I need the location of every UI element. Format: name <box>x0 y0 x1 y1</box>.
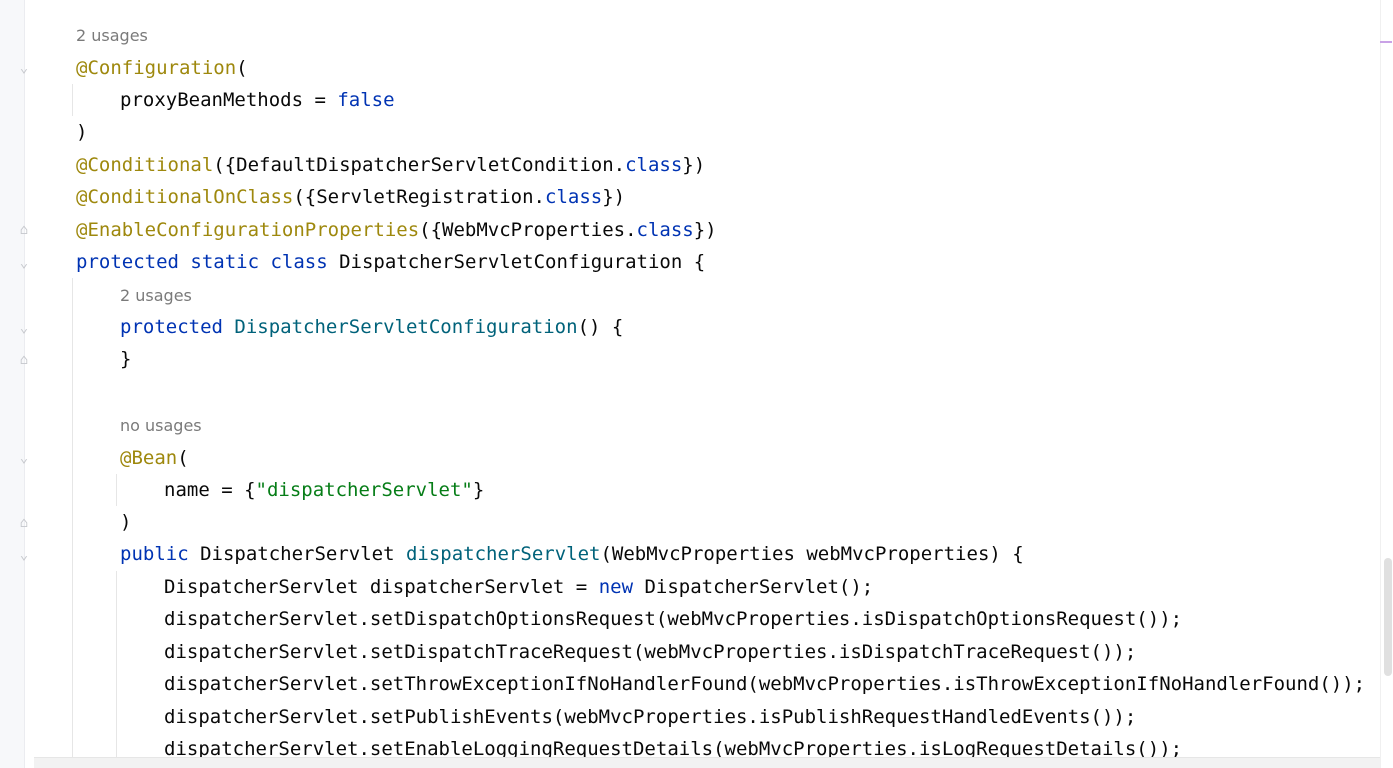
code-token: ({WebMvcProperties. <box>419 219 637 241</box>
code-token: DispatcherServlet(); <box>633 576 874 598</box>
change-marker[interactable] <box>1380 41 1392 43</box>
code-token: DispatcherServlet <box>188 543 406 565</box>
code-token: dispatcherServlet.setDispatchTraceReques… <box>164 641 1137 663</box>
code-line[interactable]: @ConditionalOnClass({ServletRegistration… <box>76 181 625 213</box>
code-line[interactable]: DispatcherServlet dispatcherServlet = ne… <box>164 571 873 603</box>
code-token: dispatcherServlet.setDispatchOptionsRequ… <box>164 608 1183 630</box>
code-line[interactable]: dispatcherServlet.setEnableLoggingReques… <box>164 733 1182 765</box>
code-line[interactable]: dispatcherServlet.setDispatchTraceReques… <box>164 636 1136 668</box>
fold-open-icon[interactable]: ⌄ <box>19 60 29 76</box>
scrollbar-thumb[interactable] <box>1384 558 1392 676</box>
usages-hint[interactable]: 2 usages <box>120 286 192 305</box>
code-token: }) <box>693 219 717 241</box>
annotation-token: @Configuration <box>76 57 237 79</box>
horizontal-scrollbar[interactable] <box>34 757 1393 768</box>
code-token: ( <box>177 447 189 469</box>
code-token: () { <box>577 316 624 338</box>
code-token: dispatcherServlet.setPublishEvents(webMv… <box>164 706 1137 728</box>
keyword-token: class <box>636 219 694 241</box>
keyword-token: class <box>545 186 603 208</box>
indent-guide <box>116 571 117 768</box>
code-line[interactable]: name = {"dispatcherServlet"} <box>164 474 484 506</box>
code-token: DispatcherServlet dispatcherServlet = <box>164 576 599 598</box>
code-token: ({DefaultDispatcherServletCondition. <box>213 154 626 176</box>
code-line[interactable]: @EnableConfigurationProperties({WebMvcPr… <box>76 214 717 246</box>
usages-hint[interactable]: 2 usages <box>76 26 148 45</box>
keyword-token: protected static class <box>76 251 328 273</box>
code-line[interactable]: @Conditional({DefaultDispatcherServletCo… <box>76 149 705 181</box>
code-token: ( <box>236 57 248 79</box>
indent-guide <box>72 84 73 116</box>
code-token: proxyBeanMethods = <box>120 89 338 111</box>
keyword-token: protected <box>120 316 235 338</box>
code-token: name = { <box>164 479 256 501</box>
keyword-token: public <box>120 543 189 565</box>
code-token: dispatcherServlet.setThrowExceptionIfNoH… <box>164 673 1366 695</box>
code-token: ({ServletRegistration. <box>293 186 546 208</box>
fold-open-icon[interactable]: ⌄ <box>19 320 29 336</box>
method-token: DispatcherServletConfiguration <box>234 316 578 338</box>
code-token: }) <box>602 186 626 208</box>
code-line[interactable]: dispatcherServlet.setThrowExceptionIfNoH… <box>164 668 1365 700</box>
code-line[interactable]: public DispatcherServlet dispatcherServl… <box>120 538 1024 570</box>
annotation-token: @EnableConfigurationProperties <box>76 219 420 241</box>
code-token: ) <box>76 121 88 143</box>
fold-open-icon[interactable]: ⌄ <box>19 450 29 466</box>
fold-open-icon[interactable]: ⌄ <box>19 255 29 271</box>
method-token: dispatcherServlet <box>405 543 601 565</box>
code-token: } <box>120 348 132 370</box>
keyword-token: new <box>598 576 634 598</box>
fold-close-icon[interactable]: ⌂ <box>19 352 29 368</box>
code-line[interactable]: @Configuration( <box>76 52 248 84</box>
code-line[interactable]: @Bean( <box>120 442 189 474</box>
indent-guide <box>116 474 117 506</box>
annotation-token: @ConditionalOnClass <box>76 186 294 208</box>
annotation-token: @Bean <box>120 447 178 469</box>
editor-gutter <box>0 0 25 768</box>
code-token: ) <box>120 511 132 533</box>
code-line[interactable]: dispatcherServlet.setPublishEvents(webMv… <box>164 701 1136 733</box>
annotation-token: @Conditional <box>76 154 214 176</box>
fold-close-icon[interactable]: ⌂ <box>19 515 29 531</box>
code-line[interactable]: ) <box>76 116 87 148</box>
code-token: (WebMvcProperties webMvcProperties) { <box>600 543 1024 565</box>
indent-guide <box>72 278 73 768</box>
code-line[interactable]: ) <box>120 506 131 538</box>
keyword-token: class <box>625 154 683 176</box>
code-token: DispatcherServletConfiguration { <box>327 251 706 273</box>
code-token: }) <box>682 154 706 176</box>
fold-close-icon[interactable]: ⌂ <box>19 222 29 238</box>
code-token: } <box>472 479 485 501</box>
code-line[interactable]: protected static class DispatcherServlet… <box>76 246 705 278</box>
code-line[interactable]: } <box>120 343 131 375</box>
code-token: dispatcherServlet.setEnableLoggingReques… <box>164 738 1183 760</box>
keyword-token: false <box>337 89 395 111</box>
code-line[interactable]: proxyBeanMethods = false <box>120 84 395 116</box>
fold-open-icon[interactable]: ⌄ <box>19 547 29 563</box>
code-line[interactable]: protected DispatcherServletConfiguration… <box>120 311 623 343</box>
vertical-scrollbar[interactable] <box>1380 0 1393 768</box>
usages-hint[interactable]: no usages <box>120 416 202 435</box>
code-line[interactable]: dispatcherServlet.setDispatchOptionsRequ… <box>164 603 1182 635</box>
string-token: "dispatcherServlet" <box>255 479 473 501</box>
